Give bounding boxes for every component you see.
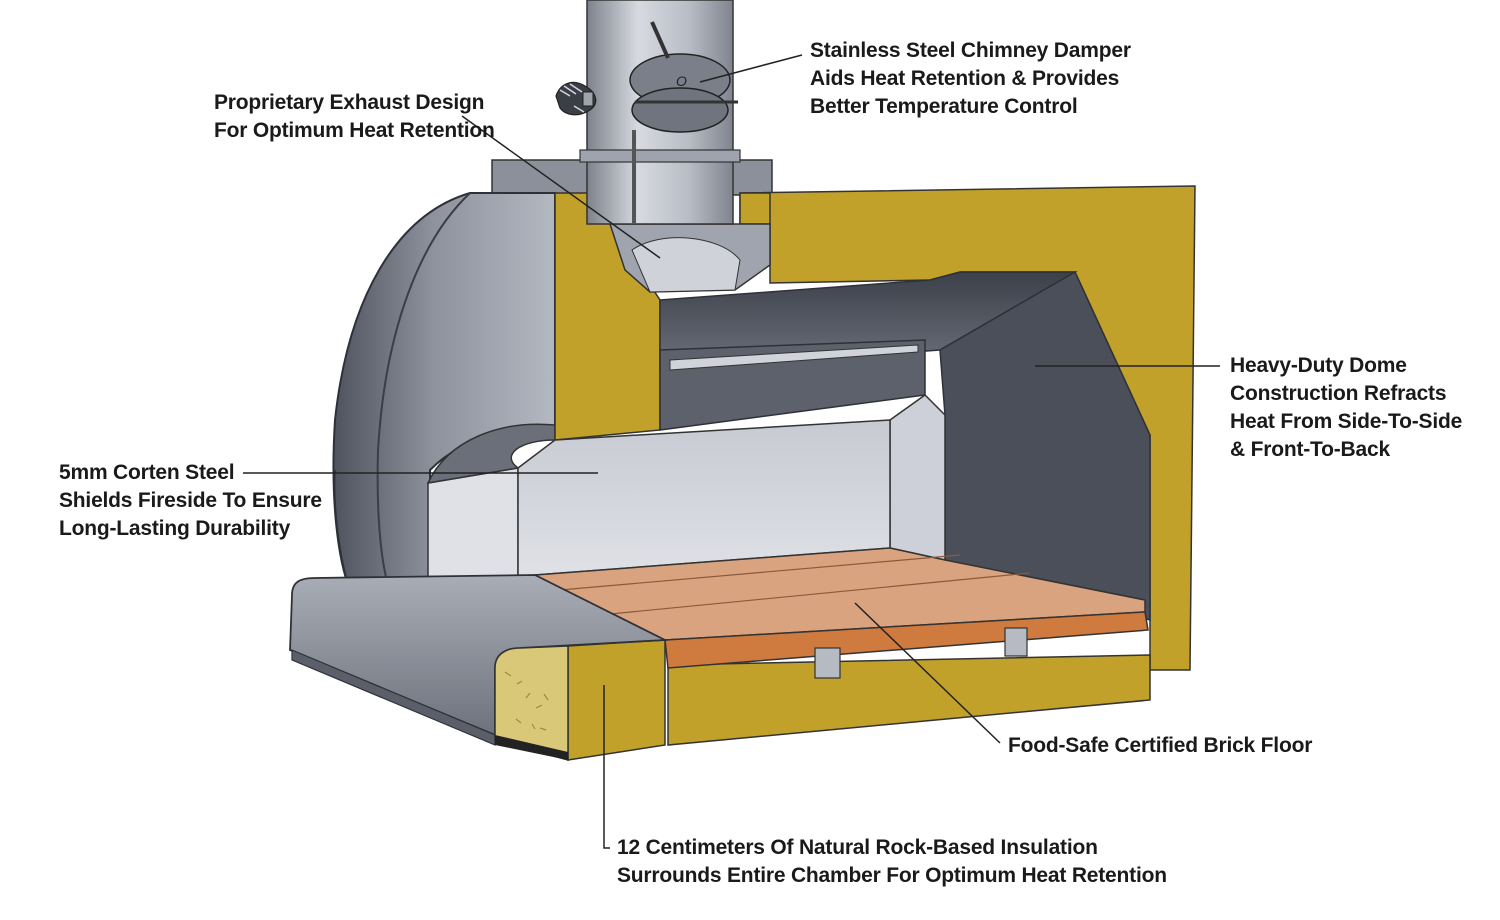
- insulation-section: [554, 185, 1196, 761]
- callout-line: Food-Safe Certified Brick Floor: [1008, 734, 1313, 757]
- leader-damper: [699, 54, 803, 83]
- callout-line: Surrounds Entire Chamber For Optimum Hea…: [617, 864, 1167, 887]
- callout-dome-construction: Heavy-Duty Dome Construction Refracts He…: [1230, 352, 1462, 464]
- callout-line: 12 Centimeters Of Natural Rock-Based Ins…: [617, 836, 1098, 859]
- dome-interior-ceiling: [659, 271, 1078, 431]
- callout-line: Aids Heat Retention & Provides: [810, 67, 1120, 90]
- brick-floor: [534, 547, 1149, 669]
- leader-insulation: [603, 685, 610, 849]
- callout-brick-floor: Food-Safe Certified Brick Floor: [1008, 732, 1312, 760]
- callout-exhaust-design: Proprietary Exhaust Design For Optimum H…: [214, 89, 495, 145]
- callout-line: Stainless Steel Chimney Damper: [810, 39, 1131, 62]
- callout-chimney-damper: Stainless Steel Chimney Damper Aids Heat…: [810, 37, 1131, 121]
- callout-line: Construction Refracts: [1230, 382, 1447, 405]
- callout-line: & Front-To-Back: [1230, 438, 1390, 461]
- leader-lines: [243, 54, 1220, 849]
- dome-outer-shell: [332, 192, 556, 591]
- leader-exhaust: [461, 115, 661, 259]
- leader-floor: [854, 602, 1001, 744]
- damper-handle: [555, 81, 597, 116]
- callout-corten-steel: 5mm Corten Steel Shields Fireside To Ens…: [59, 459, 322, 543]
- callout-line: 5mm Corten Steel: [59, 461, 235, 484]
- exhaust-throat: [608, 223, 771, 293]
- callout-line: Long-Lasting Durability: [59, 517, 291, 540]
- callout-line: Heat From Side-To-Side: [1230, 410, 1463, 433]
- chimney-damper: O: [629, 21, 738, 133]
- callout-line: Better Temperature Control: [810, 95, 1078, 118]
- callout-insulation: 12 Centimeters Of Natural Rock-Based Ins…: [617, 834, 1167, 890]
- dome-interior-right-wall: [889, 270, 1151, 622]
- floor-support-slots: [814, 627, 1028, 679]
- callout-line: Shields Fireside To Ensure: [59, 489, 322, 512]
- callout-line: Heavy-Duty Dome: [1230, 354, 1407, 377]
- svg-text:O: O: [676, 73, 687, 89]
- callout-line: Proprietary Exhaust Design: [214, 91, 485, 114]
- callout-line: For Optimum Heat Retention: [214, 119, 495, 142]
- rockwool-insulation-block: [494, 645, 569, 761]
